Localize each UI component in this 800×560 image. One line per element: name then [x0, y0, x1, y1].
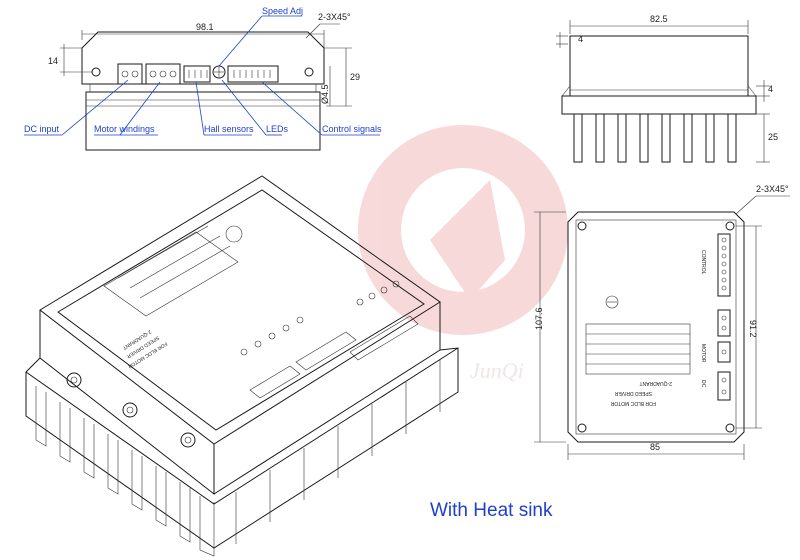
front-callouts: Speed Adj DC input Motor windings Hall s… [24, 6, 382, 136]
dim-chamfer-top: 2-3X45° [318, 12, 351, 22]
callout-hall-sensors: Hall sensors [204, 124, 254, 134]
dim-side-width: 82.5 [650, 14, 668, 24]
plan-label-control: CONTROL [700, 250, 706, 275]
dim-chamfer-bottom: 2-3X45° [756, 184, 789, 194]
plan-label-dc: DC [700, 380, 706, 388]
caption: With Heat sink [430, 500, 553, 521]
plan-title-line2: SPEED DRIVER [614, 390, 652, 396]
plan-connector-pins [721, 237, 727, 395]
plan-view: 2-QUADRANT SPEED DRIVER FOR BLDC MOTOR C… [534, 184, 790, 460]
watermark-text: JunQi [470, 358, 524, 383]
side-heatsink-fins [573, 113, 737, 163]
iso-heatsink-fins [35, 360, 441, 557]
callout-leds: LEDs [266, 124, 289, 134]
dim-side-4-right: 4 [768, 84, 773, 94]
dim-right-29: 29 [350, 72, 360, 82]
iso-terminals [240, 280, 400, 356]
callout-dc-input: DC input [24, 124, 60, 134]
dim-plan-height: 107.6 [534, 307, 544, 330]
plan-title-line1: 2-QUADRANT [639, 380, 672, 386]
dim-side-25: 25 [768, 132, 778, 142]
dim-side-4-left: 4 [578, 34, 583, 44]
callout-speed-adj: Speed Adj [262, 6, 303, 16]
plan-label-motor: MOTOR [700, 344, 706, 363]
front-view: 98.1 14 29 Ø4.5 2-3X45° [48, 12, 360, 151]
dim-plan-inner: 91.2 [748, 320, 758, 338]
dim-top-width: 98.1 [196, 22, 214, 32]
dim-hole-diameter: Ø4.5 [320, 84, 330, 104]
dim-left-14: 14 [48, 56, 58, 66]
watermark-logo: JunQi [358, 125, 568, 383]
plan-title-line3: FOR BLDC MOTOR [610, 400, 656, 406]
callout-control-signals: Control signals [322, 124, 382, 134]
side-view: 82.5 4 4 25 [556, 14, 778, 163]
dim-plan-width: 85 [650, 442, 660, 452]
